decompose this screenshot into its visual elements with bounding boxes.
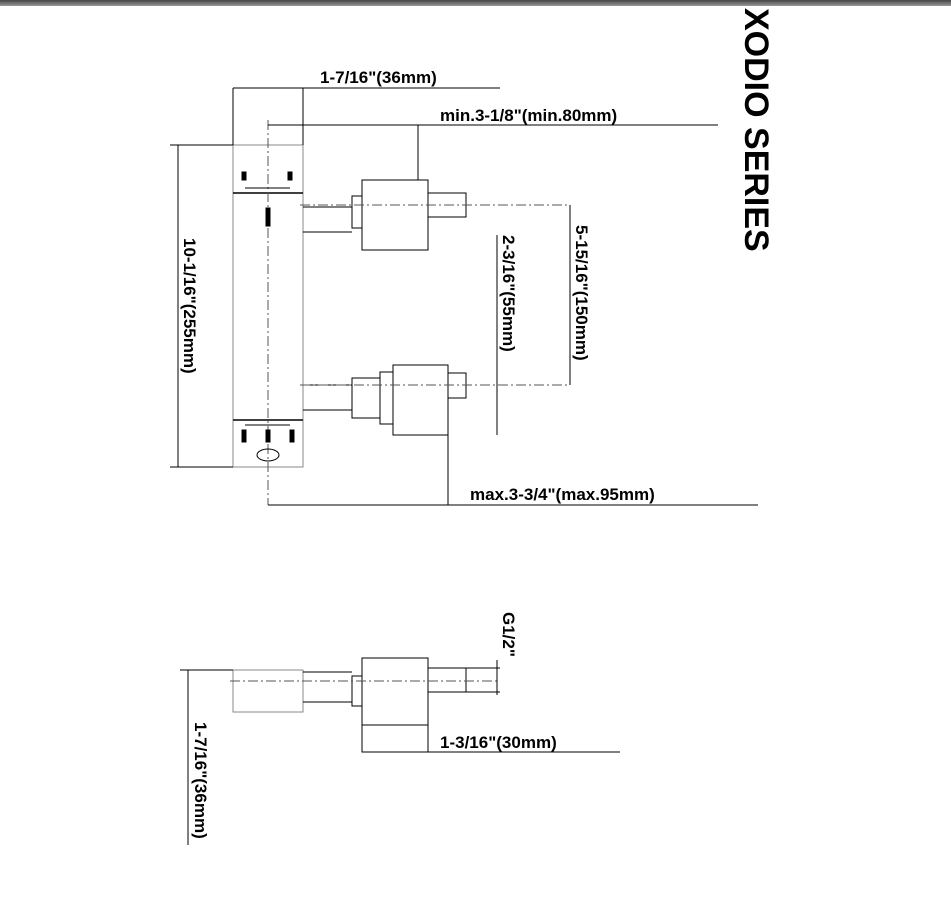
- offset-dimension: 2-3/16"(55mm): [499, 235, 518, 352]
- lower-fitting: [300, 364, 570, 436]
- window-top-edge: [0, 0, 951, 6]
- thread-label: G1/2": [499, 612, 518, 657]
- nut-dimension: 1-3/16"(30mm): [440, 733, 557, 752]
- center-distance-dimension: 5-15/16"(150mm): [572, 225, 591, 361]
- series-title: XODIO SERIES: [737, 8, 775, 252]
- max-projection-dimension: max.3-3/4"(max.95mm): [470, 485, 655, 504]
- body-front: [232, 120, 304, 505]
- height-dimension: 10-1/16"(255mm): [180, 238, 199, 374]
- width-dimension: 1-7/16"(36mm): [320, 68, 437, 87]
- dimension-lines: [170, 87, 758, 506]
- side-view: [180, 657, 620, 845]
- depth-dimension: 1-7/16"(36mm): [191, 722, 210, 839]
- min-projection-dimension: min.3-1/8"(min.80mm): [440, 106, 617, 125]
- upper-fitting: [300, 179, 570, 251]
